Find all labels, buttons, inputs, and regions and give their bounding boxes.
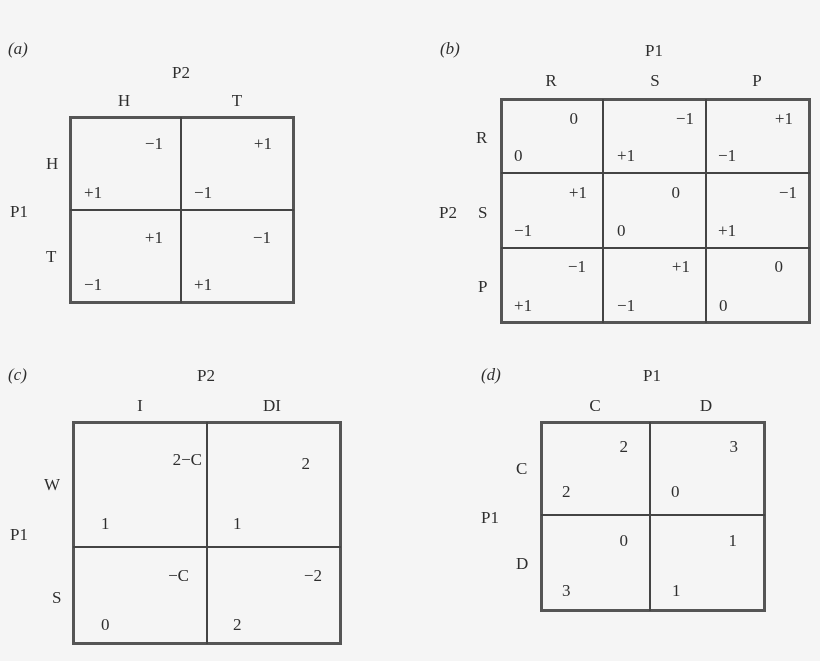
- row-strategy-label: C: [516, 459, 528, 478]
- payoff-col-player: 0: [569, 109, 579, 128]
- payoff-row-player: 2: [233, 615, 242, 634]
- row-strategy-label: T: [46, 247, 57, 266]
- grid-divider: [602, 99, 604, 323]
- matrix-grid: [72, 421, 342, 645]
- payoff-row-player: 1: [233, 514, 242, 533]
- grid-divider: [501, 172, 810, 174]
- payoff-row-player: 0: [514, 146, 523, 165]
- grid-divider: [649, 422, 651, 611]
- panel-label-c: (c): [8, 365, 27, 384]
- payoff-col-player: −C: [168, 566, 189, 585]
- payoff-row-player: 2: [562, 482, 571, 501]
- payoff-row-player: −1: [617, 296, 636, 315]
- payoff-col-player: 2: [619, 437, 629, 456]
- row-player-label: P2: [439, 203, 457, 222]
- row-strategy-label: W: [44, 475, 61, 494]
- row-strategy-label: R: [476, 128, 488, 147]
- matrix-grid: [500, 98, 811, 324]
- payoff-row-player: −1: [514, 221, 533, 240]
- payoff-col-player: +1: [671, 257, 690, 276]
- column-strategy-label: D: [699, 396, 713, 415]
- grid-divider: [206, 422, 208, 644]
- row-player-label: P1: [10, 202, 28, 221]
- payoff-col-player: −1: [778, 183, 797, 202]
- row-player-label: P1: [10, 525, 28, 544]
- payoff-col-player: 0: [671, 183, 681, 202]
- payoff-row-player: 0: [617, 221, 626, 240]
- grid-divider: [501, 247, 810, 249]
- payoff-row-player: 3: [562, 581, 571, 600]
- payoff-col-player: 0: [619, 531, 629, 550]
- payoff-col-player: 2−C: [172, 450, 202, 469]
- row-strategy-label: S: [478, 203, 488, 222]
- payoff-col-player: +1: [774, 109, 793, 128]
- payoff-col-player: −1: [144, 134, 163, 153]
- payoff-col-player: +1: [144, 228, 163, 247]
- column-player-label: P2: [172, 63, 190, 82]
- panel-label-b: (b): [440, 39, 460, 58]
- grid-divider: [180, 117, 182, 303]
- payoff-row-player: −1: [718, 146, 737, 165]
- panel-label-d: (d): [481, 365, 501, 384]
- payoff-row-player: +1: [84, 183, 103, 202]
- panel-label-a: (a): [8, 39, 28, 58]
- payoff-row-player: +1: [514, 296, 533, 315]
- column-strategy-label: H: [117, 91, 131, 110]
- row-strategy-label: D: [516, 554, 529, 573]
- payoff-row-player: 1: [101, 514, 110, 533]
- column-player-label: P2: [197, 366, 215, 385]
- payoff-col-player: −1: [252, 228, 271, 247]
- payoff-col-player: 0: [774, 257, 784, 276]
- payoff-col-player: 1: [728, 531, 738, 550]
- payoff-row-player: 0: [671, 482, 680, 501]
- payoff-row-player: −1: [194, 183, 213, 202]
- row-strategy-label: S: [52, 588, 62, 607]
- row-player-label: P1: [481, 508, 499, 527]
- payoff-row-player: +1: [194, 275, 213, 294]
- row-strategy-label: P: [478, 277, 488, 296]
- grid-divider: [541, 514, 765, 516]
- row-strategy-label: H: [46, 154, 59, 173]
- column-strategy-label: I: [137, 396, 143, 415]
- payoff-row-player: +1: [718, 221, 737, 240]
- column-strategy-label: P: [752, 71, 762, 90]
- payoff-row-player: 1: [672, 581, 681, 600]
- column-strategy-label: C: [589, 396, 601, 415]
- column-strategy-label: R: [545, 71, 557, 90]
- payoff-col-player: 2: [301, 454, 311, 473]
- payoff-row-player: 0: [719, 296, 728, 315]
- payoff-row-player: +1: [617, 146, 636, 165]
- column-player-label: P1: [643, 366, 661, 385]
- payoff-row-player: −1: [84, 275, 103, 294]
- column-strategy-label: DI: [263, 396, 281, 415]
- matrix-grid: [540, 421, 766, 612]
- grid-divider: [70, 209, 294, 211]
- column-player-label: P1: [645, 41, 663, 60]
- grid-divider: [73, 546, 341, 548]
- payoff-col-player: 3: [729, 437, 739, 456]
- column-strategy-label: S: [650, 71, 660, 90]
- matrix-grid: [69, 116, 295, 304]
- payoff-col-player: −1: [567, 257, 586, 276]
- column-strategy-label: T: [231, 91, 243, 110]
- grid-divider: [705, 99, 707, 323]
- payoff-col-player: −2: [303, 566, 322, 585]
- payoff-col-player: +1: [568, 183, 587, 202]
- payoff-col-player: +1: [253, 134, 272, 153]
- payoff-col-player: −1: [675, 109, 694, 128]
- payoff-row-player: 0: [101, 615, 110, 634]
